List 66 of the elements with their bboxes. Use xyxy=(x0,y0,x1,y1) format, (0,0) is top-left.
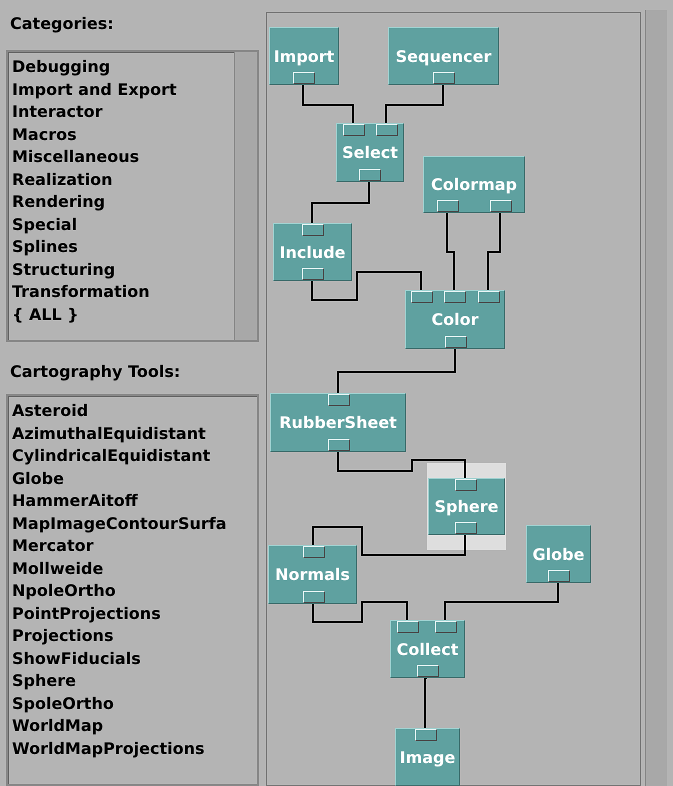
module-name: Collect xyxy=(396,640,458,658)
list-item: Interactor xyxy=(12,101,104,123)
list-item: Sphere xyxy=(12,670,77,692)
list-item: Splines xyxy=(12,236,79,258)
list-item: Mollweide xyxy=(12,558,104,580)
list-item: SpoleOrtho xyxy=(12,692,115,714)
list-item: Transformation xyxy=(12,281,151,303)
module-name: Import xyxy=(274,46,334,66)
list-item: { ALL } xyxy=(12,304,80,326)
list-item: ShowFiducials xyxy=(12,648,142,670)
connection-line xyxy=(424,677,427,728)
module-name: Color xyxy=(431,310,479,329)
connection-line xyxy=(444,583,559,620)
connection-line xyxy=(337,452,466,478)
list-item: NpoleOrtho xyxy=(12,580,117,602)
connection-line xyxy=(446,213,455,290)
list-item: AzimuthalEquidistant xyxy=(12,422,207,444)
module-box xyxy=(423,156,525,213)
connection-line xyxy=(302,85,354,123)
module-name: Normals xyxy=(275,565,350,584)
module-box xyxy=(268,545,357,604)
list-item: MapImageContourSurfa xyxy=(12,512,228,534)
panel-heading: Cartography Tools: xyxy=(10,362,180,381)
list-item: Projections xyxy=(12,625,114,647)
list-item: WorldMap xyxy=(12,715,104,737)
list-item: Import and Export xyxy=(12,78,178,100)
connection-line xyxy=(311,271,422,301)
connection-line xyxy=(487,213,501,290)
connection-line xyxy=(385,85,444,123)
module-box xyxy=(273,223,352,281)
module-box xyxy=(526,525,591,583)
connection-line xyxy=(311,182,370,223)
module-name: Select xyxy=(342,143,398,162)
module-name: RubberSheet xyxy=(279,413,397,432)
list-item: Globe xyxy=(12,468,65,490)
module-name: Sphere xyxy=(434,497,498,516)
module-name: Globe xyxy=(532,544,584,564)
connection-line xyxy=(312,526,466,556)
module-box xyxy=(388,27,499,85)
list-item: Miscellaneous xyxy=(12,146,140,168)
module-box xyxy=(405,290,505,349)
list-item: Special xyxy=(12,214,78,236)
connection-line xyxy=(312,601,408,623)
list-item: CylindricalEquidistant xyxy=(12,445,212,467)
module-box xyxy=(270,393,406,452)
module-name: Image xyxy=(400,748,456,766)
panel-heading: Categories: xyxy=(10,14,114,33)
module-box xyxy=(269,27,339,85)
connection-line xyxy=(337,349,456,393)
list-item: Macros xyxy=(12,124,78,146)
module-box xyxy=(390,620,465,678)
list-item: Asteroid xyxy=(12,400,90,422)
list-item: Debugging xyxy=(12,56,112,78)
module-box xyxy=(395,728,460,786)
module-name: Include xyxy=(279,242,346,262)
list-item: HammerAitoff xyxy=(12,490,139,512)
list-item: Mercator xyxy=(12,535,94,557)
module-box xyxy=(336,123,404,182)
list-item: Realization xyxy=(12,168,114,190)
module-box xyxy=(428,478,505,535)
list-item: Structuring xyxy=(12,258,116,280)
list-item: Rendering xyxy=(12,191,106,213)
module-name: Colormap xyxy=(430,175,518,194)
list-item: WorldMapProjections xyxy=(12,738,206,760)
module-name: Sequencer xyxy=(396,46,492,66)
list-item: PointProjections xyxy=(12,602,162,624)
